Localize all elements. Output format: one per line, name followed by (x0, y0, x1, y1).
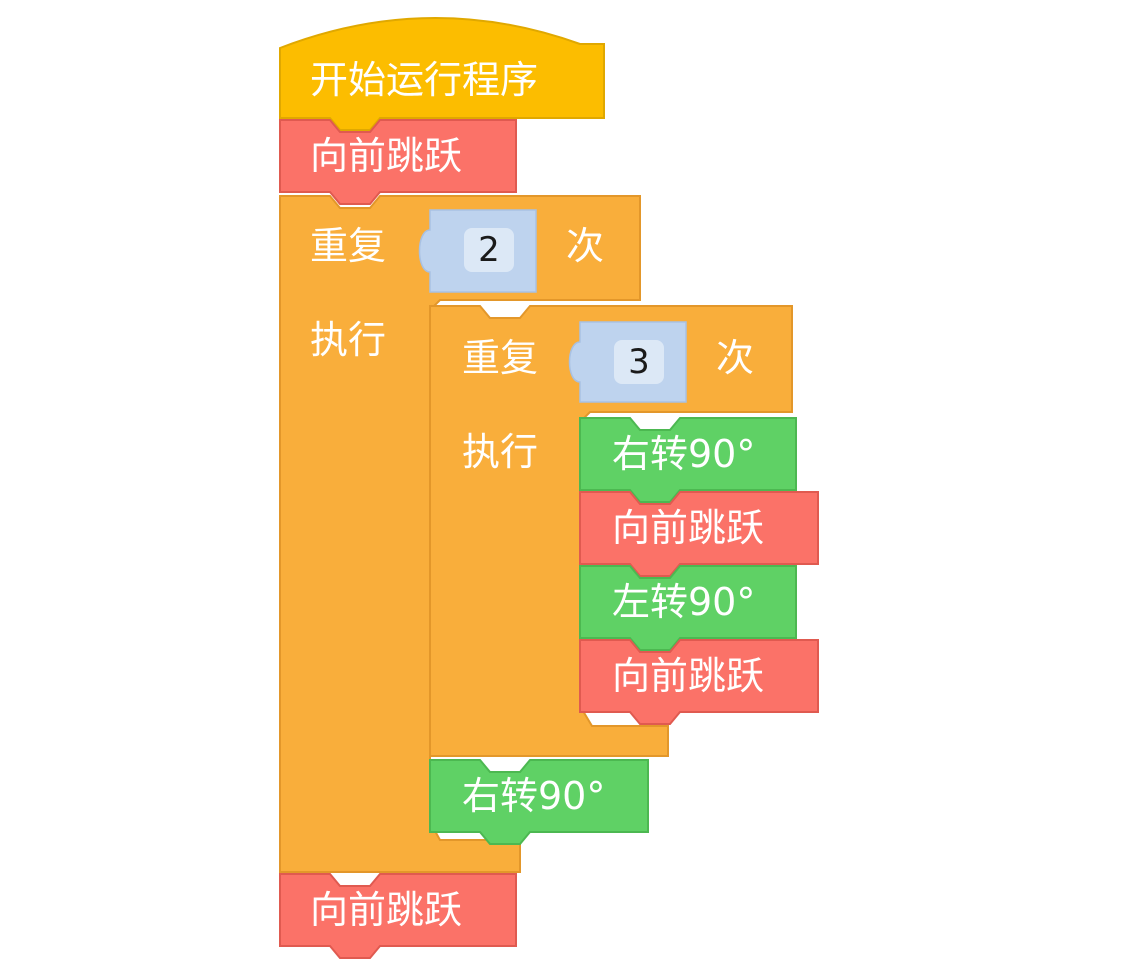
jump-block-label: 向前跳跃 (612, 654, 765, 698)
repeat-count-field[interactable]: 3 (614, 340, 664, 384)
jump-block-label: 向前跳跃 (612, 506, 765, 550)
start-block-label: 开始运行程序 (310, 58, 539, 102)
jump-block[interactable] (279, 119, 517, 205)
do-label: 执行 (310, 318, 387, 362)
start-block[interactable] (279, 17, 605, 131)
repeat-block-inner[interactable] (429, 305, 793, 757)
turn-right-block[interactable] (579, 417, 797, 503)
times-label: 次 (566, 224, 605, 268)
repeat-label: 重复 (310, 224, 387, 268)
turn-right-block[interactable] (429, 759, 649, 845)
turn-left-block[interactable] (579, 565, 797, 651)
turn-right-block-label: 右转90° (462, 774, 606, 818)
repeat-count-field[interactable]: 2 (464, 228, 514, 272)
jump-block-label: 向前跳跃 (310, 888, 463, 932)
jump-block[interactable] (279, 873, 517, 959)
jump-block-label: 向前跳跃 (310, 134, 463, 178)
do-label: 执行 (462, 430, 539, 474)
jump-block[interactable] (579, 639, 819, 725)
turn-right-block-label: 右转90° (612, 432, 756, 476)
jump-block[interactable] (579, 491, 819, 577)
turn-left-block-label: 左转90° (612, 580, 756, 624)
repeat-label: 重复 (462, 336, 539, 380)
times-label: 次 (716, 336, 755, 380)
repeat-block-outer[interactable] (279, 195, 641, 873)
